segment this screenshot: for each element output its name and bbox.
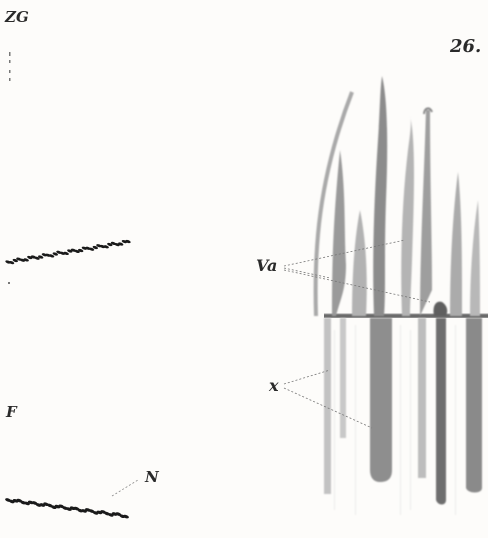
figure-number: 26. <box>450 38 481 56</box>
label-va: Va <box>256 258 277 274</box>
upper-tendrils <box>316 76 480 316</box>
label-x: x <box>269 378 279 394</box>
upper-cell-row <box>5 239 131 265</box>
n-leader-line <box>112 480 138 496</box>
lower-columns <box>324 318 482 515</box>
cell-mark <box>123 514 130 519</box>
lower-cell-row <box>5 497 130 519</box>
label-zg: ZG <box>5 10 29 25</box>
label-n: N <box>145 470 159 485</box>
left-specks <box>8 52 11 284</box>
label-f: F <box>6 405 17 420</box>
